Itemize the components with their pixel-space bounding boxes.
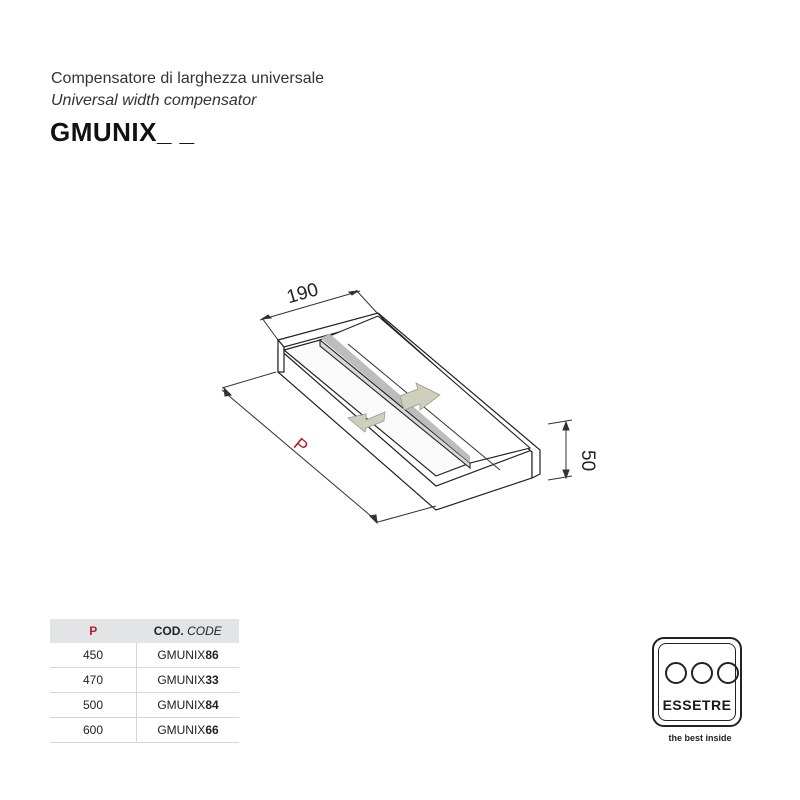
arrow-left-icon <box>347 411 386 433</box>
header-code: COD. CODE <box>136 619 239 643</box>
table-row: 450 GMUNIX86 <box>50 643 239 668</box>
table-header-row: P COD. CODE <box>50 619 239 643</box>
title-italian: Compensatore di larghezza universale <box>51 70 325 87</box>
table-row: 600 GMUNIX66 <box>50 717 239 743</box>
code-prefix: GMUNIX <box>157 723 206 737</box>
logo-circles-icon <box>665 662 739 684</box>
logo-badge: ESSETRE <box>652 637 742 727</box>
code-suffix: 66 <box>205 723 219 737</box>
code-table: P COD. CODE 450 GMUNIX86 470 GMUNIX33 50… <box>50 619 239 743</box>
height-dimension <box>547 419 573 481</box>
depth-dimension <box>221 371 437 525</box>
code-suffix: 86 <box>205 648 219 662</box>
title-english: Universal width compensator <box>51 92 257 109</box>
essetre-logo: ESSETRE the best inside <box>652 637 748 743</box>
adjust-arrows <box>347 382 441 433</box>
header-code-bold: COD. <box>153 624 184 638</box>
depth-label: P <box>290 434 312 457</box>
table-row: 470 GMUNIX33 <box>50 667 239 693</box>
cell-code: GMUNIX84 <box>136 692 239 718</box>
logo-tagline: the best inside <box>668 733 732 743</box>
arrow-right-icon <box>399 382 441 411</box>
width-dimension <box>259 289 379 341</box>
header-code-italic: CODE <box>187 624 222 638</box>
code-suffix: 33 <box>205 673 219 687</box>
cell-p: 450 <box>50 643 137 668</box>
code-suffix: 84 <box>205 698 219 712</box>
code-prefix: GMUNIX <box>157 698 206 712</box>
height-label: 50 <box>577 450 598 471</box>
header-p: P <box>50 619 137 643</box>
cell-code: GMUNIX86 <box>136 643 239 668</box>
cell-p: 500 <box>50 692 137 718</box>
cell-code: GMUNIX33 <box>136 667 239 693</box>
table-row: 500 GMUNIX84 <box>50 692 239 718</box>
cell-p: 600 <box>50 717 137 743</box>
cell-p: 470 <box>50 667 137 693</box>
tray-body <box>276 312 541 511</box>
code-prefix: GMUNIX <box>157 648 206 662</box>
logo-name: ESSETRE <box>662 697 732 713</box>
product-code-title: GMUNIX_ _ <box>50 117 195 147</box>
cell-code: GMUNIX66 <box>136 717 239 743</box>
code-prefix: GMUNIX <box>157 673 206 687</box>
